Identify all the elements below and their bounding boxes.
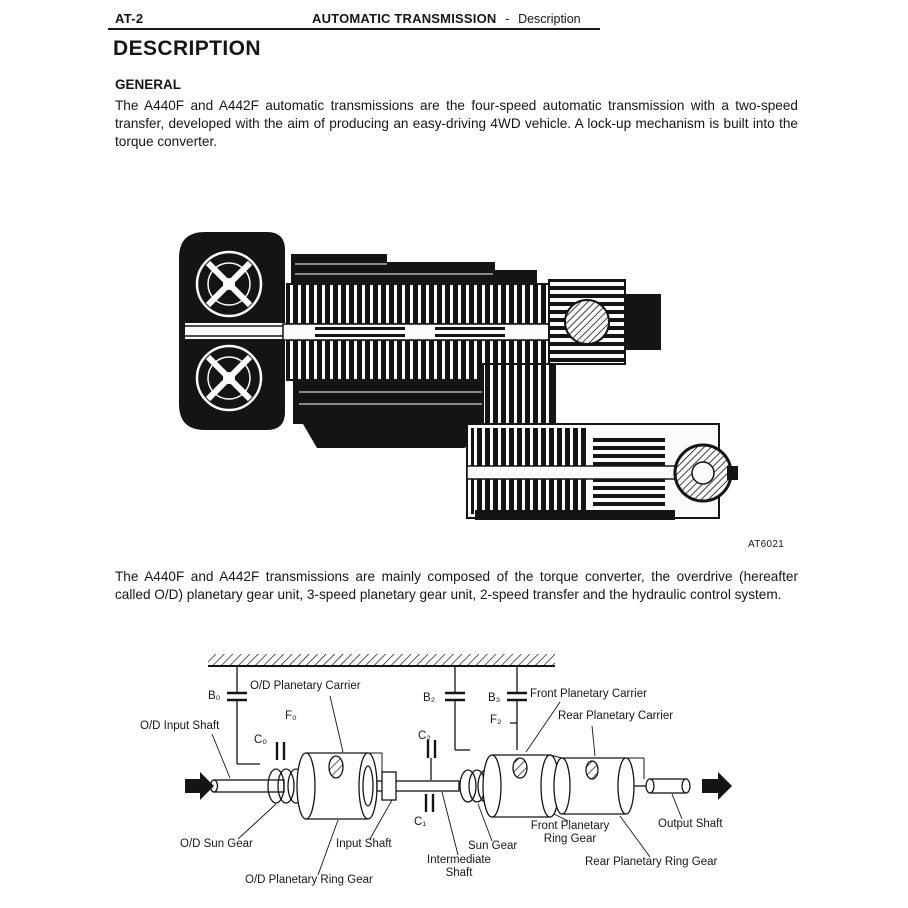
label-input-shaft: Input Shaft (336, 838, 392, 850)
figure-code: AT6021 (748, 539, 785, 550)
torque-converter (179, 232, 285, 430)
clutch-c1-symbol (424, 794, 435, 812)
output-arrow-icon (702, 772, 732, 800)
label-b2: B₂ (423, 692, 436, 704)
header-separator: - (505, 11, 510, 26)
label-output-shaft: Output Shaft (658, 818, 723, 830)
label-front-planetary-carrier: Front Planetary Carrier (530, 688, 647, 700)
intro-paragraph: The A440F and A442F automatic transmissi… (115, 98, 798, 149)
brake-b3-symbol (507, 666, 527, 750)
front-planetary-unit (482, 754, 560, 818)
label-od-input-shaft: O/D Input Shaft (140, 720, 220, 732)
label-intermediate-shaft: Intermediate Shaft (427, 854, 491, 879)
running-header: AUTOMATIC TRANSMISSION - Description (312, 11, 581, 26)
cutaway-drawing (179, 232, 738, 520)
clutch-c0-symbol (275, 742, 286, 760)
header-subtitle: Description (518, 12, 581, 26)
section-title: AUTOMATIC TRANSMISSION (312, 11, 497, 26)
carrier-links (368, 752, 645, 779)
page-title: DESCRIPTION (113, 37, 261, 60)
section-heading: GENERAL (115, 77, 182, 92)
page-code: AT-2 (115, 11, 144, 26)
transmission-cutaway-figure (165, 222, 740, 540)
input-shaft-line (209, 779, 285, 793)
output-shaft-part (634, 778, 691, 794)
od-planetary-unit (296, 752, 378, 820)
label-b3: B₃ (488, 692, 501, 704)
clutch-c2-symbol (426, 740, 437, 780)
label-front-planetary-ring-gear: Front Planetary Ring Gear (530, 820, 610, 845)
rear-planetary-unit (553, 757, 635, 815)
label-f0: F₀ (285, 710, 297, 722)
label-sun-gear: Sun Gear (468, 840, 518, 852)
label-od-planetary-ring-gear: O/D Planetary Ring Gear (245, 874, 373, 886)
label-od-sun-gear: O/D Sun Gear (180, 838, 253, 850)
label-c2: C₂ (418, 730, 431, 742)
label-rear-planetary-ring-gear: Rear Planetary Ring Gear (585, 856, 718, 868)
brake-b2-symbol (445, 666, 470, 751)
transfer-unit (466, 363, 738, 520)
ground-hatch (208, 654, 555, 666)
header-rule (108, 28, 600, 30)
brake-b0-symbol (227, 666, 260, 765)
label-od-planetary-carrier: O/D Planetary Carrier (250, 680, 361, 692)
leader-lines (211, 695, 683, 876)
schematic-drawing (185, 654, 732, 876)
composition-paragraph: The A440F and A442F transmissions are ma… (115, 569, 798, 602)
input-arrow-icon (185, 772, 214, 800)
gear-train (282, 254, 661, 448)
coupling (376, 771, 460, 801)
label-rear-planetary-carrier: Rear Planetary Carrier (558, 710, 674, 722)
label-f2: F₂ (490, 714, 502, 726)
label-c0: C₀ (254, 734, 268, 746)
label-c1: C₁ (414, 816, 427, 828)
label-b0: B₀ (208, 690, 221, 702)
gear-train-schematic: B₀ O/D Planetary Carrier B₂ B₃ Front Pla… (130, 646, 790, 901)
